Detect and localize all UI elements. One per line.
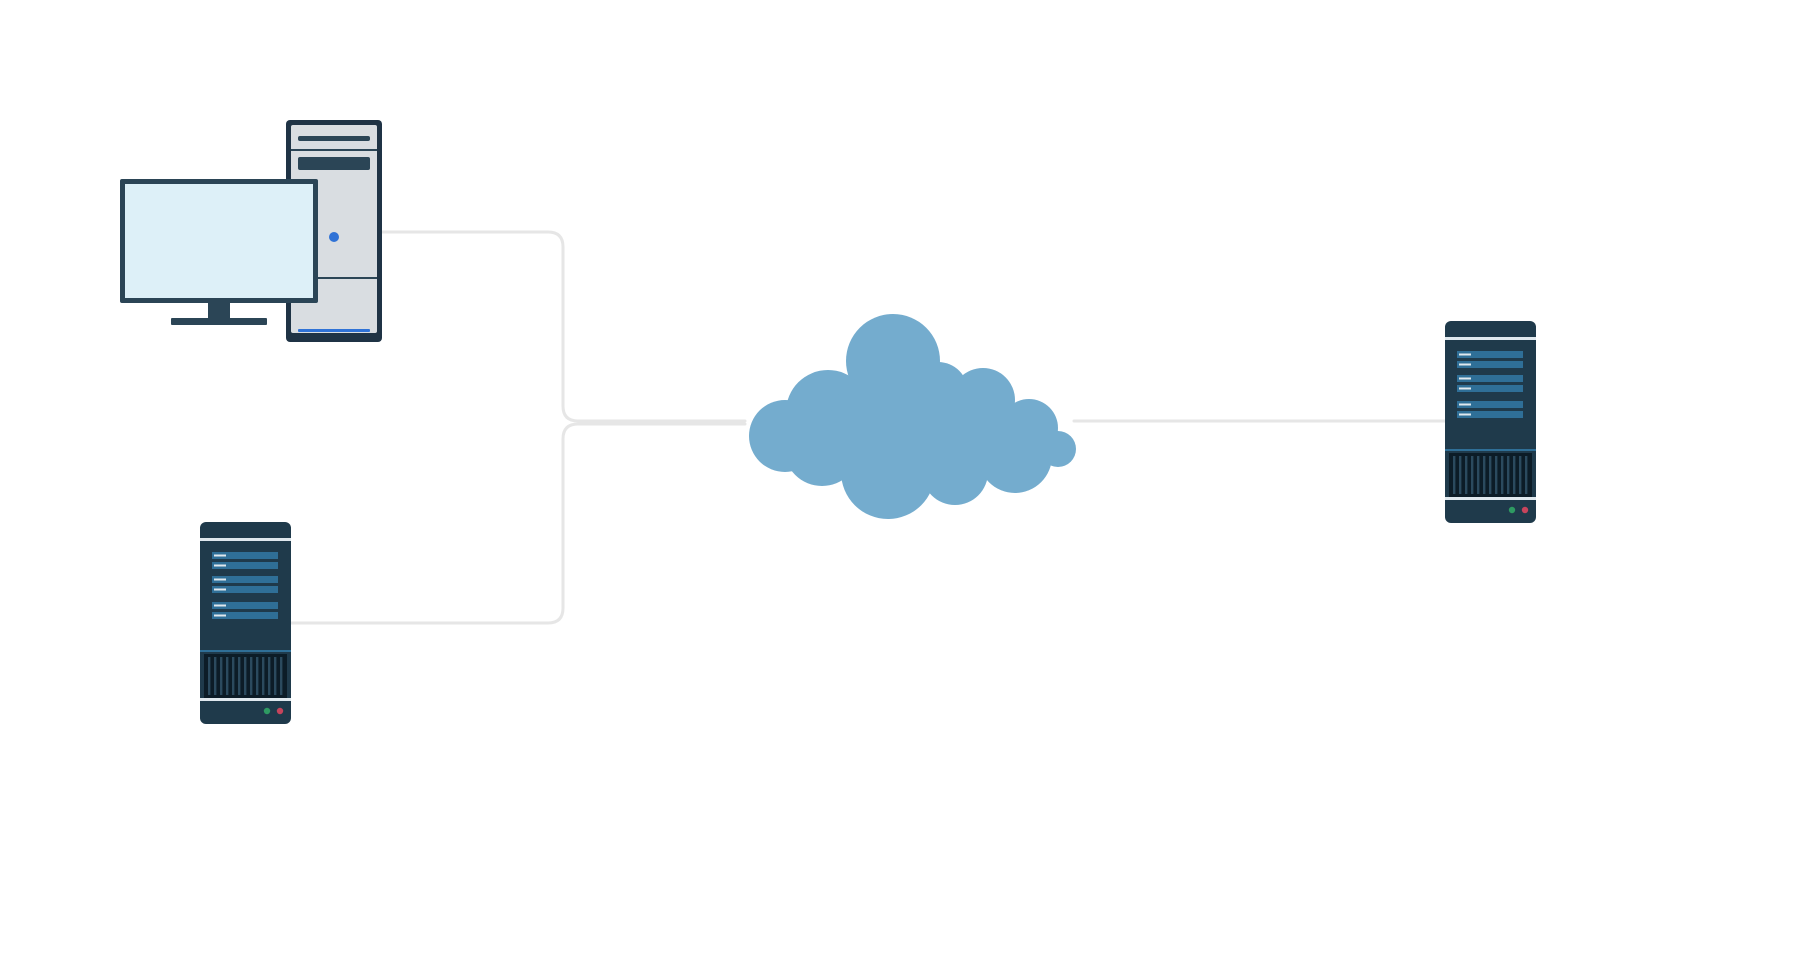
status-led-red	[276, 707, 284, 715]
status-led-green	[1508, 506, 1516, 514]
power-led	[329, 232, 339, 242]
connector-desktop-to-cloud	[380, 230, 747, 423]
status-led-green	[263, 707, 271, 715]
status-led-red	[1521, 506, 1529, 514]
server-tower-icon[interactable]	[200, 522, 291, 724]
desktop-computer-icon[interactable]	[120, 120, 382, 342]
monitor-screen	[125, 184, 313, 298]
connectors	[289, 230, 1451, 625]
connector-server-left-to-cloud	[289, 422, 747, 625]
server-tower-icon[interactable]	[1445, 321, 1536, 523]
cloud-icon[interactable]	[749, 314, 1076, 519]
